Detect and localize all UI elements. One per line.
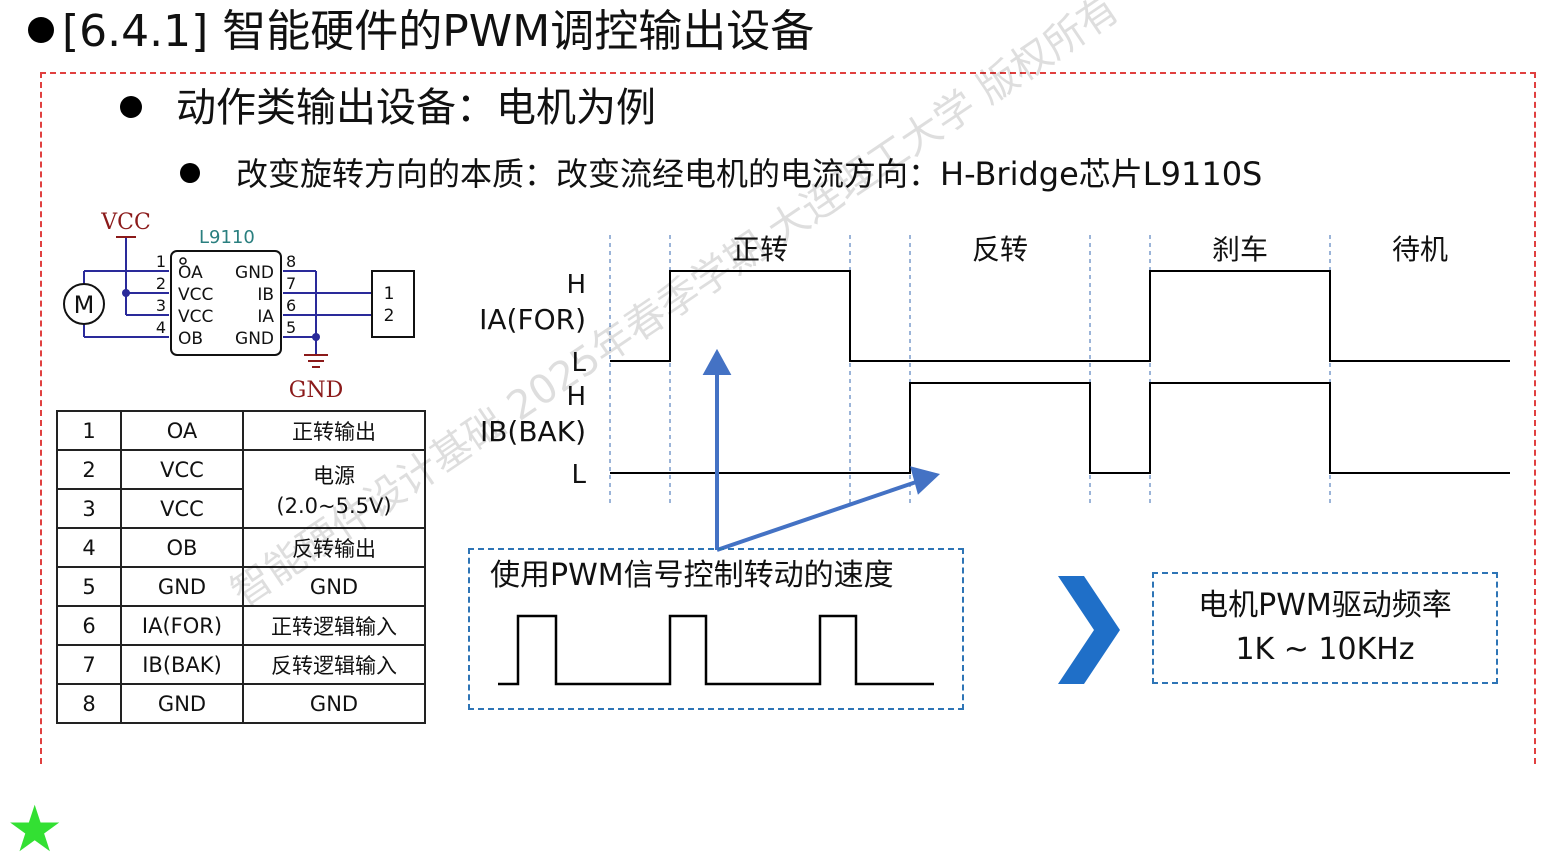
- pwm-note: 使用PWM信号控制转动的速度: [490, 558, 894, 593]
- bullet-level1: 动作类输出设备：电机为例: [120, 80, 656, 136]
- pwm-frequency-title: 电机PWM驱动频率: [1198, 588, 1452, 623]
- pwm-note-box: [468, 548, 964, 710]
- table-row: 2 VCC 电源 (2.0~5.5V): [56, 449, 426, 529]
- content-frame: [40, 72, 1536, 764]
- svg-text:IA: IA: [257, 307, 274, 327]
- svg-text:GND: GND: [235, 329, 274, 349]
- waveform-1: [610, 382, 1510, 474]
- pwm-frequency-box: [1152, 572, 1498, 684]
- phase-label: 刹车: [1212, 233, 1268, 266]
- svg-text:VCC: VCC: [178, 285, 213, 305]
- chevron-right-icon: [1058, 576, 1120, 684]
- svg-text:OA: OA: [178, 263, 203, 283]
- svg-text:1: 1: [156, 252, 166, 271]
- svg-text:OB: OB: [178, 329, 203, 349]
- pwm-frequency-range: 1K ~ 10KHz: [1235, 632, 1415, 667]
- svg-text:4: 4: [156, 318, 166, 337]
- pin-table: 1 OA 正转输出 2 VCC 电源 (2.0~5.5V) 3 VCC 4 OB…: [56, 410, 426, 724]
- signal-name: IA(FOR): [479, 303, 586, 336]
- bullet-level2: 改变旋转方向的本质：改变流经电机的电流方向：H-Bridge芯片L9110S: [180, 150, 1262, 198]
- svg-text:2: 2: [156, 274, 166, 293]
- svg-text:1: 1: [384, 284, 395, 304]
- junction-dot: [122, 289, 130, 297]
- svg-text:8: 8: [286, 252, 296, 271]
- svg-text:IB: IB: [257, 285, 274, 305]
- timing-diagram: 正转反转刹车待机 HIA(FOR)LHIB(BAK)L: [479, 233, 1510, 552]
- svg-text:3: 3: [156, 296, 166, 315]
- slide-title: [6.4.1] 智能硬件的PWM调控输出设备: [28, 2, 814, 62]
- chip-body: [170, 250, 282, 356]
- gnd-label: GND: [289, 378, 343, 403]
- junction-dot: [312, 333, 320, 341]
- phase-label: 反转: [972, 233, 1028, 266]
- svg-text:GND: GND: [235, 263, 274, 283]
- table-row: 1 OA 正转输出: [56, 410, 426, 451]
- phase-labels: 正转 反转 刹车 待机: [732, 233, 1448, 266]
- svg-text:2: 2: [384, 306, 395, 326]
- svg-text:5: 5: [286, 318, 296, 337]
- connector: [371, 270, 415, 338]
- svg-text:6: 6: [286, 296, 296, 315]
- signal-name: IB(BAK): [480, 415, 586, 448]
- pwm-waveform: [498, 614, 934, 686]
- signal-high-label: H: [566, 382, 586, 412]
- chip-name: L9110: [199, 227, 255, 248]
- waveforms: [610, 270, 1510, 474]
- bullet-icon: [180, 163, 200, 183]
- table-row: 4 OB 反转输出: [56, 527, 426, 568]
- l9110-schematic: M L9110 VCC GND 1 2 3 4 8 7 6 5 OA VCC V…: [63, 210, 415, 403]
- bullet-icon: [28, 17, 54, 43]
- signal-low-label: L: [572, 460, 587, 490]
- table-row: 6 IA(FOR) 正转逻辑输入: [56, 605, 426, 646]
- table-row: 3 VCC: [56, 488, 425, 529]
- power-desc-cell: 电源 (2.0~5.5V): [242, 449, 426, 529]
- table-row: 7 IB(BAK) 反转逻辑输入: [56, 644, 426, 685]
- vcc-label: VCC: [100, 210, 151, 235]
- phase-label: 正转: [732, 233, 788, 266]
- star-icon: ★: [6, 793, 64, 867]
- pointer-arrows: [702, 348, 941, 552]
- bullet-icon: [120, 96, 142, 118]
- signal-low-label: L: [572, 348, 587, 378]
- svg-text:VCC: VCC: [178, 307, 213, 327]
- waveform-0: [610, 270, 1510, 362]
- motor-icon: [63, 283, 105, 325]
- table-row: 8 GND GND: [56, 683, 426, 724]
- phase-label: 待机: [1392, 233, 1448, 266]
- svg-text:M: M: [74, 291, 95, 319]
- table-row: 5 GND GND: [56, 566, 426, 607]
- svg-text:7: 7: [286, 274, 296, 293]
- signal-high-label: H: [566, 270, 586, 300]
